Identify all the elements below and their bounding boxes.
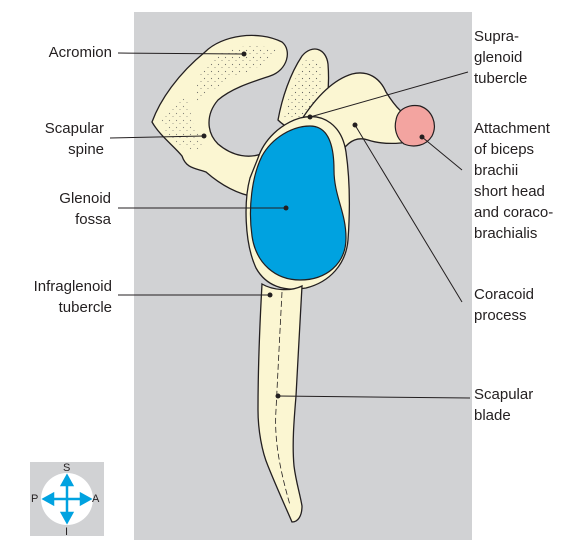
dot-blade [276, 394, 281, 399]
compass-anterior-label: A [92, 493, 99, 505]
dot-glenoid [284, 206, 289, 211]
biceps-attachment-area [395, 106, 434, 146]
label-glenoid-fossa: Glenoid fossa [14, 188, 111, 230]
label-supraglenoid-tubercle: Supra- glenoid tubercle [474, 26, 566, 89]
dot-attachment [420, 135, 425, 140]
label-scapular-spine: Scapular spine [14, 118, 104, 160]
label-scapular-blade: Scapular blade [474, 384, 566, 426]
label-attachment-biceps: Attachment of biceps brachii short head … [474, 118, 568, 244]
dot-infraglenoid [268, 293, 273, 298]
compass-inferior-label: I [65, 526, 68, 538]
compass-superior-label: S [63, 462, 70, 474]
label-infraglenoid-tubercle: Infraglenoid tubercle [4, 276, 112, 318]
dot-coracoid [353, 123, 358, 128]
dot-spine [202, 134, 207, 139]
dot-acromion [242, 52, 247, 57]
compass-posterior-label: P [31, 493, 38, 505]
label-coracoid-process: Coracoid process [474, 284, 566, 326]
label-acromion: Acromion [20, 42, 112, 63]
dot-supraglenoid [308, 115, 313, 120]
